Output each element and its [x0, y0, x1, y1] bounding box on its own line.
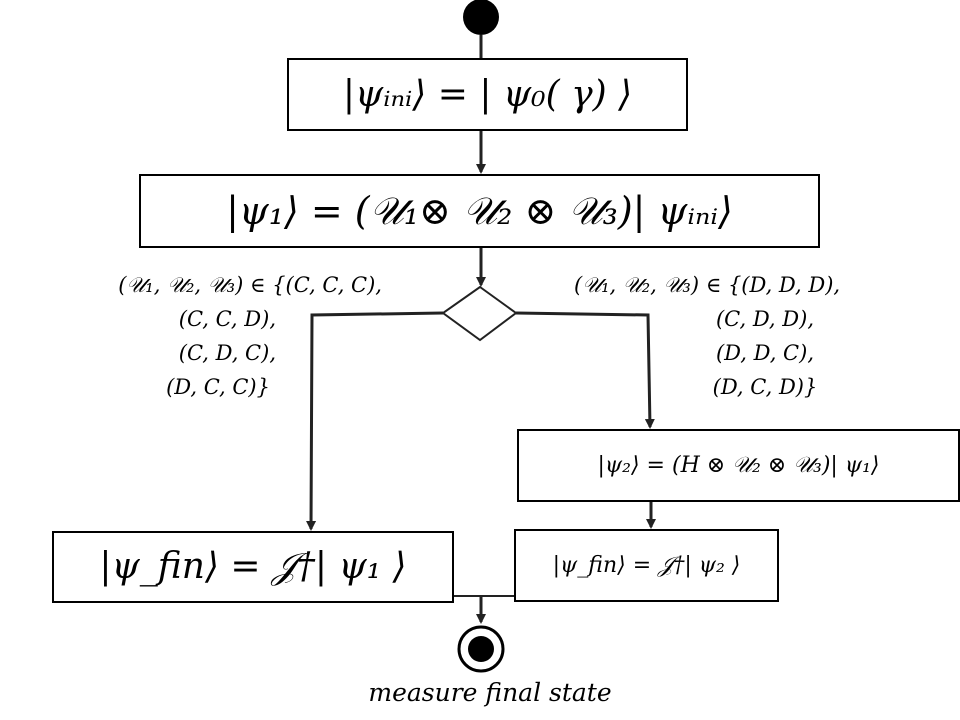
- final-state-right-text: |ψ_fin⟩ = 𝒥†| ψ₂ ⟩: [552, 553, 741, 578]
- condition-line: (C, D, D),: [715, 307, 814, 331]
- initial-state-text: |ψᵢₙᵢ⟩ = | ψ₀( γ) ⟩: [342, 74, 633, 115]
- condition-line: (D, C, D)}: [712, 375, 818, 399]
- hadamard-text: |ψ₂⟩ = (H ⊗ 𝒰₂ ⊗ 𝒰₃)| ψ₁⟩: [597, 453, 880, 478]
- final-state-left-box: |ψ_fin⟩ = 𝒥†| ψ₁ ⟩: [52, 531, 454, 603]
- start-node: [463, 0, 499, 35]
- hadamard-box: |ψ₂⟩ = (H ⊗ 𝒰₂ ⊗ 𝒰₃)| ψ₁⟩: [517, 429, 960, 502]
- end-node-core: [468, 636, 494, 662]
- condition-line: (D, D, C),: [715, 341, 814, 365]
- condition-line: (D, C, C)}: [166, 375, 270, 399]
- right-branch-condition: (𝒰₁, 𝒰₂, 𝒰₃) ∈ {(D, D, D), (C, D, D), (D…: [570, 268, 960, 404]
- end-caption: measure final state: [368, 678, 612, 707]
- apply-gates-box: |ψ₁⟩ = (𝒰₁⊗ 𝒰₂ ⊗ 𝒰₃)| ψᵢₙᵢ⟩: [139, 174, 820, 248]
- final-state-left-text: |ψ_fin⟩ = 𝒥†| ψ₁ ⟩: [99, 546, 407, 587]
- edge-decision-to-final-left: [306, 311, 444, 531]
- condition-line: (𝒰₁, 𝒰₂, 𝒰₃) ∈ {(D, D, D),: [574, 273, 841, 297]
- condition-line: (𝒰₁, 𝒰₂, 𝒰₃) ∈ {(C, C, C),: [118, 273, 382, 297]
- apply-gates-text: |ψ₁⟩ = (𝒰₁⊗ 𝒰₂ ⊗ 𝒰₃)| ψᵢₙᵢ⟩: [226, 188, 733, 233]
- final-state-right-box: |ψ_fin⟩ = 𝒥†| ψ₂ ⟩: [514, 529, 779, 602]
- left-branch-condition: (𝒰₁, 𝒰₂, 𝒰₃) ∈ {(C, C, C), (C, C, D), (C…: [40, 268, 382, 404]
- decision-node: [441, 285, 518, 342]
- initial-state-box: |ψᵢₙᵢ⟩ = | ψ₀( γ) ⟩: [287, 58, 688, 131]
- condition-line: (C, D, C),: [178, 341, 276, 365]
- edge-decision-to-hadamard: [515, 311, 655, 429]
- condition-line: (C, C, D),: [178, 307, 276, 331]
